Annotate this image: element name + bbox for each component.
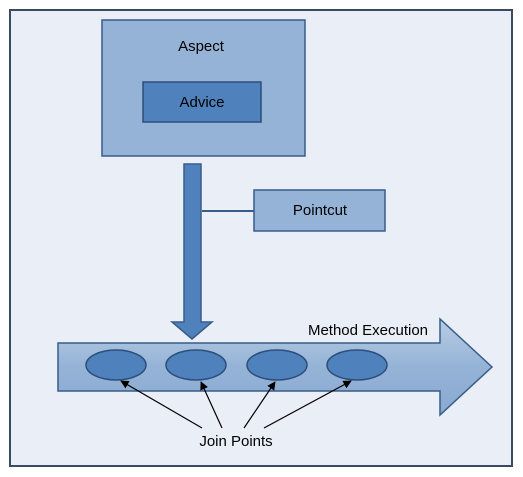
join-point bbox=[165, 349, 227, 381]
aspect-label: Aspect bbox=[178, 38, 225, 55]
join-point-pointer-arrow bbox=[120, 380, 203, 429]
join-point bbox=[246, 349, 308, 381]
pointcut-label: Pointcut bbox=[293, 202, 348, 219]
advice-box bbox=[142, 81, 262, 123]
join-points-label: Join Points bbox=[199, 433, 272, 450]
join-point bbox=[326, 349, 388, 381]
advice-label: Advice bbox=[179, 94, 224, 111]
join-point-pointer-arrow bbox=[243, 381, 276, 429]
method-execution-label: Method Execution bbox=[308, 322, 428, 339]
join-point bbox=[85, 349, 147, 381]
join-point-pointer-arrow bbox=[200, 381, 223, 429]
pointcut-box bbox=[253, 189, 386, 232]
down-arrow bbox=[169, 163, 215, 340]
join-point-pointer-arrow bbox=[263, 380, 352, 429]
